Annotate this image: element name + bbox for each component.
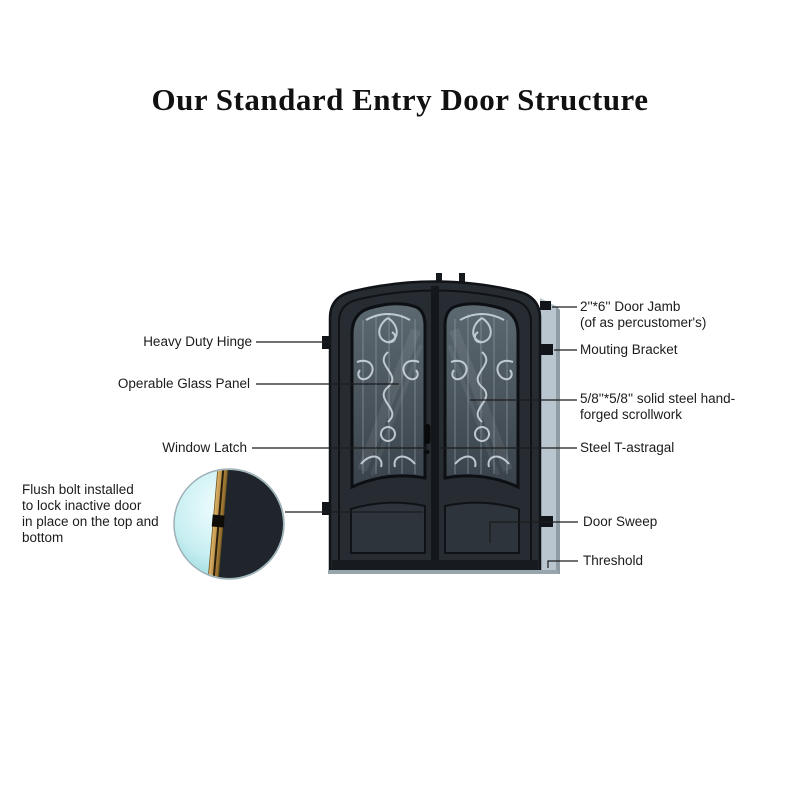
label-scrollwork: 5/8''*5/8'' solid steel hand- forged scr… [580,391,736,422]
glass-panel-left [352,304,425,487]
hinge-bottom [322,502,331,515]
flush-bolt-inset [173,468,285,580]
label-door-sweep: Door Sweep [583,514,658,529]
top-tab-left [436,273,442,282]
keyhole [425,450,430,454]
bottom-panel-right [444,501,520,554]
steel-t-astragal [431,286,439,572]
top-tab-right [459,273,465,282]
label-mouting-bracket: Mouting Bracket [580,342,678,357]
page-title: Our Standard Entry Door Structure [151,82,649,117]
jamb-bracket-top [540,301,551,310]
label-operable-glass-panel: Operable Glass Panel [117,376,250,391]
bottom-panel-left [350,501,426,554]
callout-lines [252,306,578,568]
label-window-latch: Window Latch [162,440,247,455]
threshold [328,570,558,574]
window-latch-handle [424,424,431,444]
label-steel-t-astragal: Steel T-astragal [580,440,675,455]
label-threshold: Threshold [583,553,644,568]
label-heavy-duty-hinge: Heavy Duty Hinge [143,334,252,349]
glass-panel-right [445,304,518,487]
label-door-jamb: 2''*6'' Door Jamb (of as percustomer's) [580,299,707,330]
callout-line-threshold [547,560,578,568]
door-jamb [540,298,560,574]
label-flush-bolt: Flush bolt installed to lock inactive do… [22,482,159,545]
door-sweep [332,560,538,570]
mounting-bracket-upper [540,344,553,355]
callout-line-door-sweep [489,521,578,543]
